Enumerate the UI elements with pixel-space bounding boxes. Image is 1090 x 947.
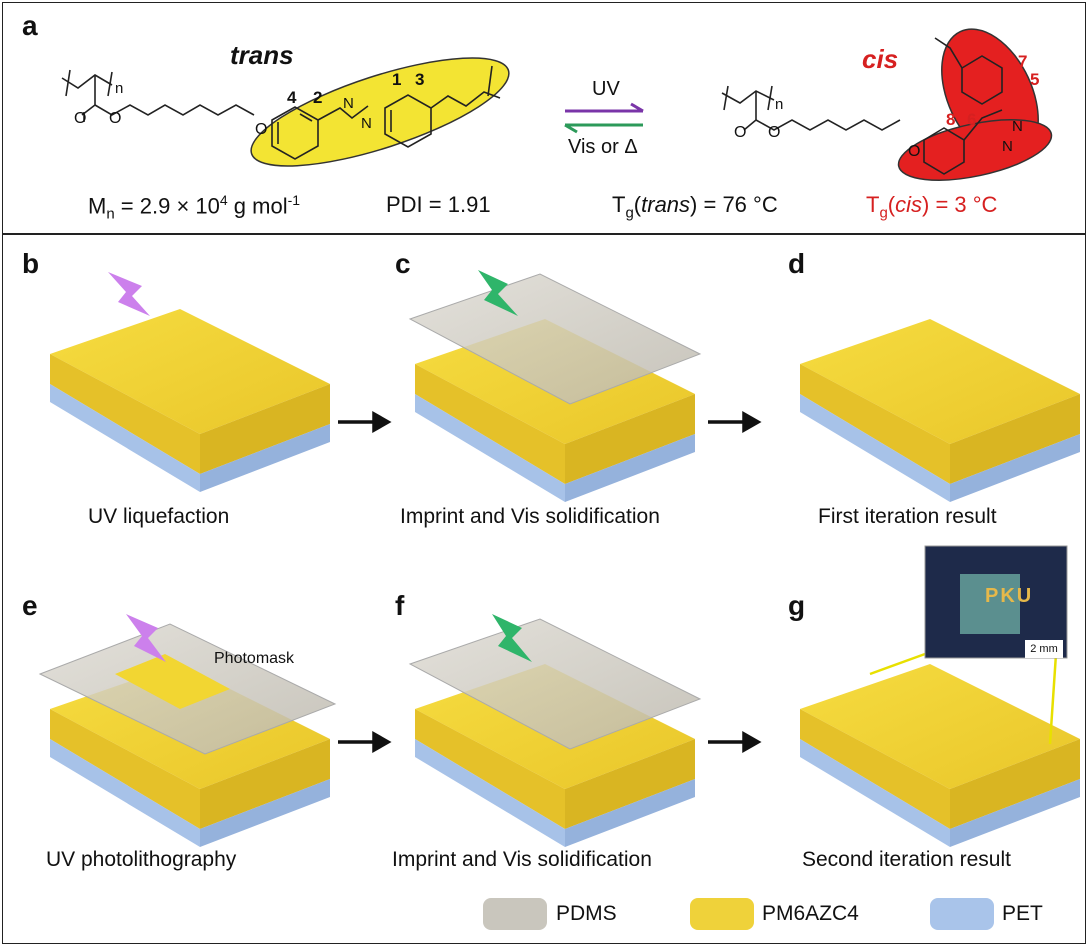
cis-title: cis (862, 44, 899, 74)
trans-ether-o: O (255, 121, 268, 138)
panel-a-frame (2, 2, 1086, 234)
block-d (800, 319, 1080, 502)
panel-d-label: d (788, 248, 806, 279)
process-illustrations (38, 270, 1080, 847)
cis-pos-5: 5 (1030, 70, 1040, 89)
trans-pos-4: 4 (287, 88, 297, 107)
panel-g-label: g (788, 590, 806, 621)
caption-c: Imprint and Vis solidification (400, 505, 660, 528)
trans-pos-1: 1 (392, 70, 402, 89)
panel-b-label: b (22, 248, 40, 279)
block-b (50, 309, 330, 492)
block-f (408, 618, 702, 847)
trans-ester-o: O (109, 110, 122, 127)
tg-cis-text: Tg(cis) = 3 °C (866, 192, 998, 222)
panel-f-label: f (395, 590, 405, 621)
panels-bg-frame (2, 234, 1086, 944)
pku-inset-text: PKU (985, 585, 1034, 607)
vis-bolt-c (478, 270, 518, 316)
block-c (408, 273, 702, 502)
vis-bolt-f (492, 614, 532, 662)
pdi-text: PDI = 1.91 (386, 192, 491, 217)
panel-a-chemistry (61, 28, 1053, 181)
trans-n: n (115, 80, 124, 97)
uv-bolt-e (126, 614, 166, 662)
legend-swatch-pm6azc4 (690, 898, 754, 930)
legend-label-pdms: PDMS (556, 902, 617, 925)
scale-bar: 2 mm (1025, 640, 1063, 658)
cis-n: n (775, 96, 784, 113)
uv-bolt-b (108, 272, 150, 316)
trans-highlight-ellipse (250, 57, 510, 167)
trans-carbonyl-o: O (74, 110, 87, 127)
cis-pos-6: 6 (967, 110, 977, 129)
cis-ether-o: O (908, 143, 921, 160)
flow-arrows (338, 410, 762, 754)
panel-a-label: a (22, 10, 38, 41)
legend-label-pm6azc4: PM6AZC4 (762, 902, 859, 925)
caption-b: UV liquefaction (88, 505, 230, 528)
cis-structure (721, 37, 1003, 175)
trans-pos-3: 3 (415, 70, 425, 89)
trans-n1: N (343, 95, 354, 112)
legend-label-pet: PET (1002, 902, 1043, 925)
legend-swatch-pet (930, 898, 994, 930)
arrow-vis-label: Vis or Δ (568, 136, 638, 158)
trans-pos-2: 2 (313, 88, 323, 107)
mn-text: Mn = 2.9 × 104 g mol-1 (88, 192, 301, 223)
cis-n1: N (1012, 118, 1023, 135)
cis-pos-7: 7 (1018, 52, 1028, 71)
trans-structure (61, 65, 501, 160)
trans-title: trans (230, 40, 294, 70)
block-g (800, 545, 1080, 847)
cis-highlight-lower (897, 119, 1053, 181)
cis-carbonyl-o: O (734, 124, 747, 141)
caption-g: Second iteration result (802, 848, 1011, 871)
trans-n2: N (361, 115, 372, 132)
caption-e: UV photolithography (46, 848, 237, 871)
legend-swatch-pdms (483, 898, 547, 930)
panel-e-label: e (22, 590, 38, 621)
cis-ester-o: O (768, 124, 781, 141)
cis-n2: N (1002, 138, 1013, 155)
arrow-uv-label: UV (592, 78, 620, 100)
block-e (38, 623, 337, 847)
photomask-label: Photomask (214, 650, 295, 667)
tg-trans-text: Tg(trans) = 76 °C (612, 192, 778, 222)
caption-d: First iteration result (818, 505, 997, 528)
cis-pos-8: 8 (946, 110, 956, 129)
panel-c-label: c (395, 248, 411, 279)
caption-f: Imprint and Vis solidification (392, 848, 652, 871)
